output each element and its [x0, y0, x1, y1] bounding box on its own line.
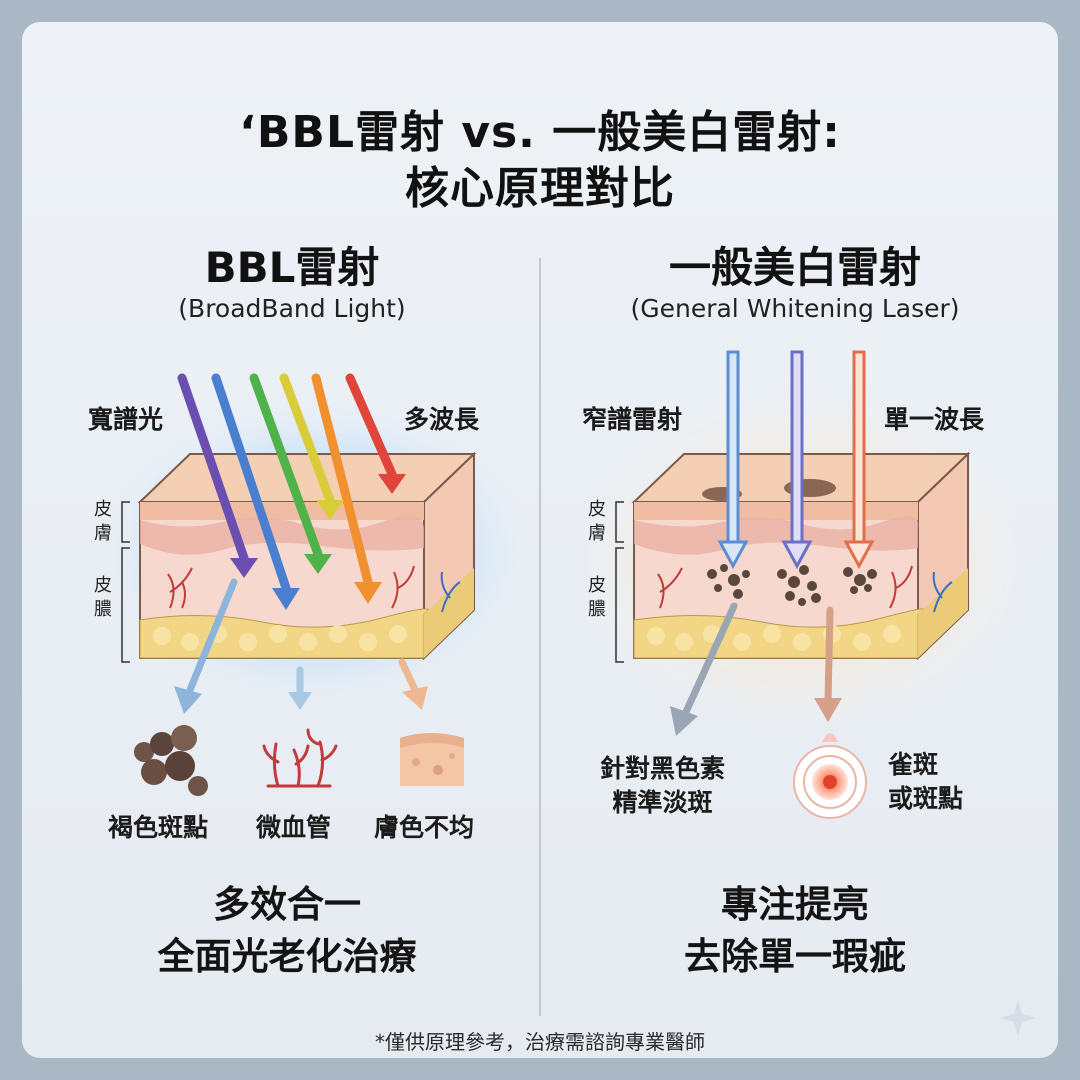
left-target-uneven-tone: 膚色不均 — [374, 813, 475, 842]
left-dermis-layer-label: 皮膿 — [94, 575, 112, 620]
left-summary-line2: 全面光老化治療 — [157, 935, 417, 978]
right-tag-single-wavelength: 單一波長 — [884, 405, 985, 434]
right-narrowband-beams — [717, 350, 875, 570]
main-title-line1: ‘BBL雷射 vs. 一般美白雷射: — [239, 107, 841, 158]
beam-arrowhead — [272, 588, 300, 610]
right-summary-line2: 去除單一瑕疵 — [684, 935, 906, 978]
left-summary-line1: 多效合一 — [213, 883, 361, 926]
right-tag-narrowband: 窄譜雷射 — [582, 405, 683, 434]
beam-arrowhead — [230, 558, 258, 578]
right-summary-line1: 專注提亮 — [721, 883, 869, 926]
right-result-arrows — [670, 602, 842, 736]
right-dermis-layer-label: 皮膿 — [588, 575, 606, 620]
left-target-capillaries: 微血管 — [256, 813, 332, 842]
left-tag-multi-wavelength: 多波長 — [404, 405, 480, 434]
column-divider — [539, 258, 541, 1016]
right-heading: 一般美白雷射 — [668, 243, 921, 292]
beam-arrowhead — [316, 500, 344, 520]
left-tag-broadband: 寬譜光 — [88, 405, 164, 434]
right-target-freckles: 雀斑 或斑點 — [888, 750, 964, 813]
beam-arrowhead — [304, 554, 332, 574]
beam-arrowhead — [354, 582, 382, 604]
left-skin-layer-label: 皮膚 — [94, 499, 112, 544]
infographic-card: ‘BBL雷射 vs. 一般美白雷射: 核心原理對比 — [22, 22, 1058, 1058]
right-skin-layer-label: 皮膚 — [588, 499, 606, 544]
right-subheading: (General Whitening Laser) — [630, 294, 960, 323]
footnote-disclaimer: *僅供原理參考，治療需諮詢專業醫師 — [375, 1030, 705, 1054]
left-layer-brackets — [121, 501, 130, 663]
left-result-arrows — [174, 578, 428, 714]
comparison-illustration — [102, 350, 1036, 1036]
left-broadband-beams — [177, 373, 406, 610]
capillary-icon — [262, 728, 338, 788]
main-title-line2: 核心原理對比 — [405, 163, 675, 214]
left-target-brown-spots: 褐色斑點 — [108, 813, 209, 842]
brown-spots-icon — [134, 725, 208, 796]
right-target-melanin: 針對黑色素 精準淡斑 — [600, 754, 726, 817]
beam-arrowhead — [378, 474, 406, 494]
target-spot-icon — [793, 733, 867, 819]
left-heading: BBL雷射 — [204, 243, 380, 292]
uneven-skin-icon — [400, 733, 464, 786]
left-subheading: (BroadBand Light) — [178, 294, 406, 323]
right-layer-brackets — [615, 501, 624, 663]
sparkle-icon — [1000, 1000, 1036, 1036]
